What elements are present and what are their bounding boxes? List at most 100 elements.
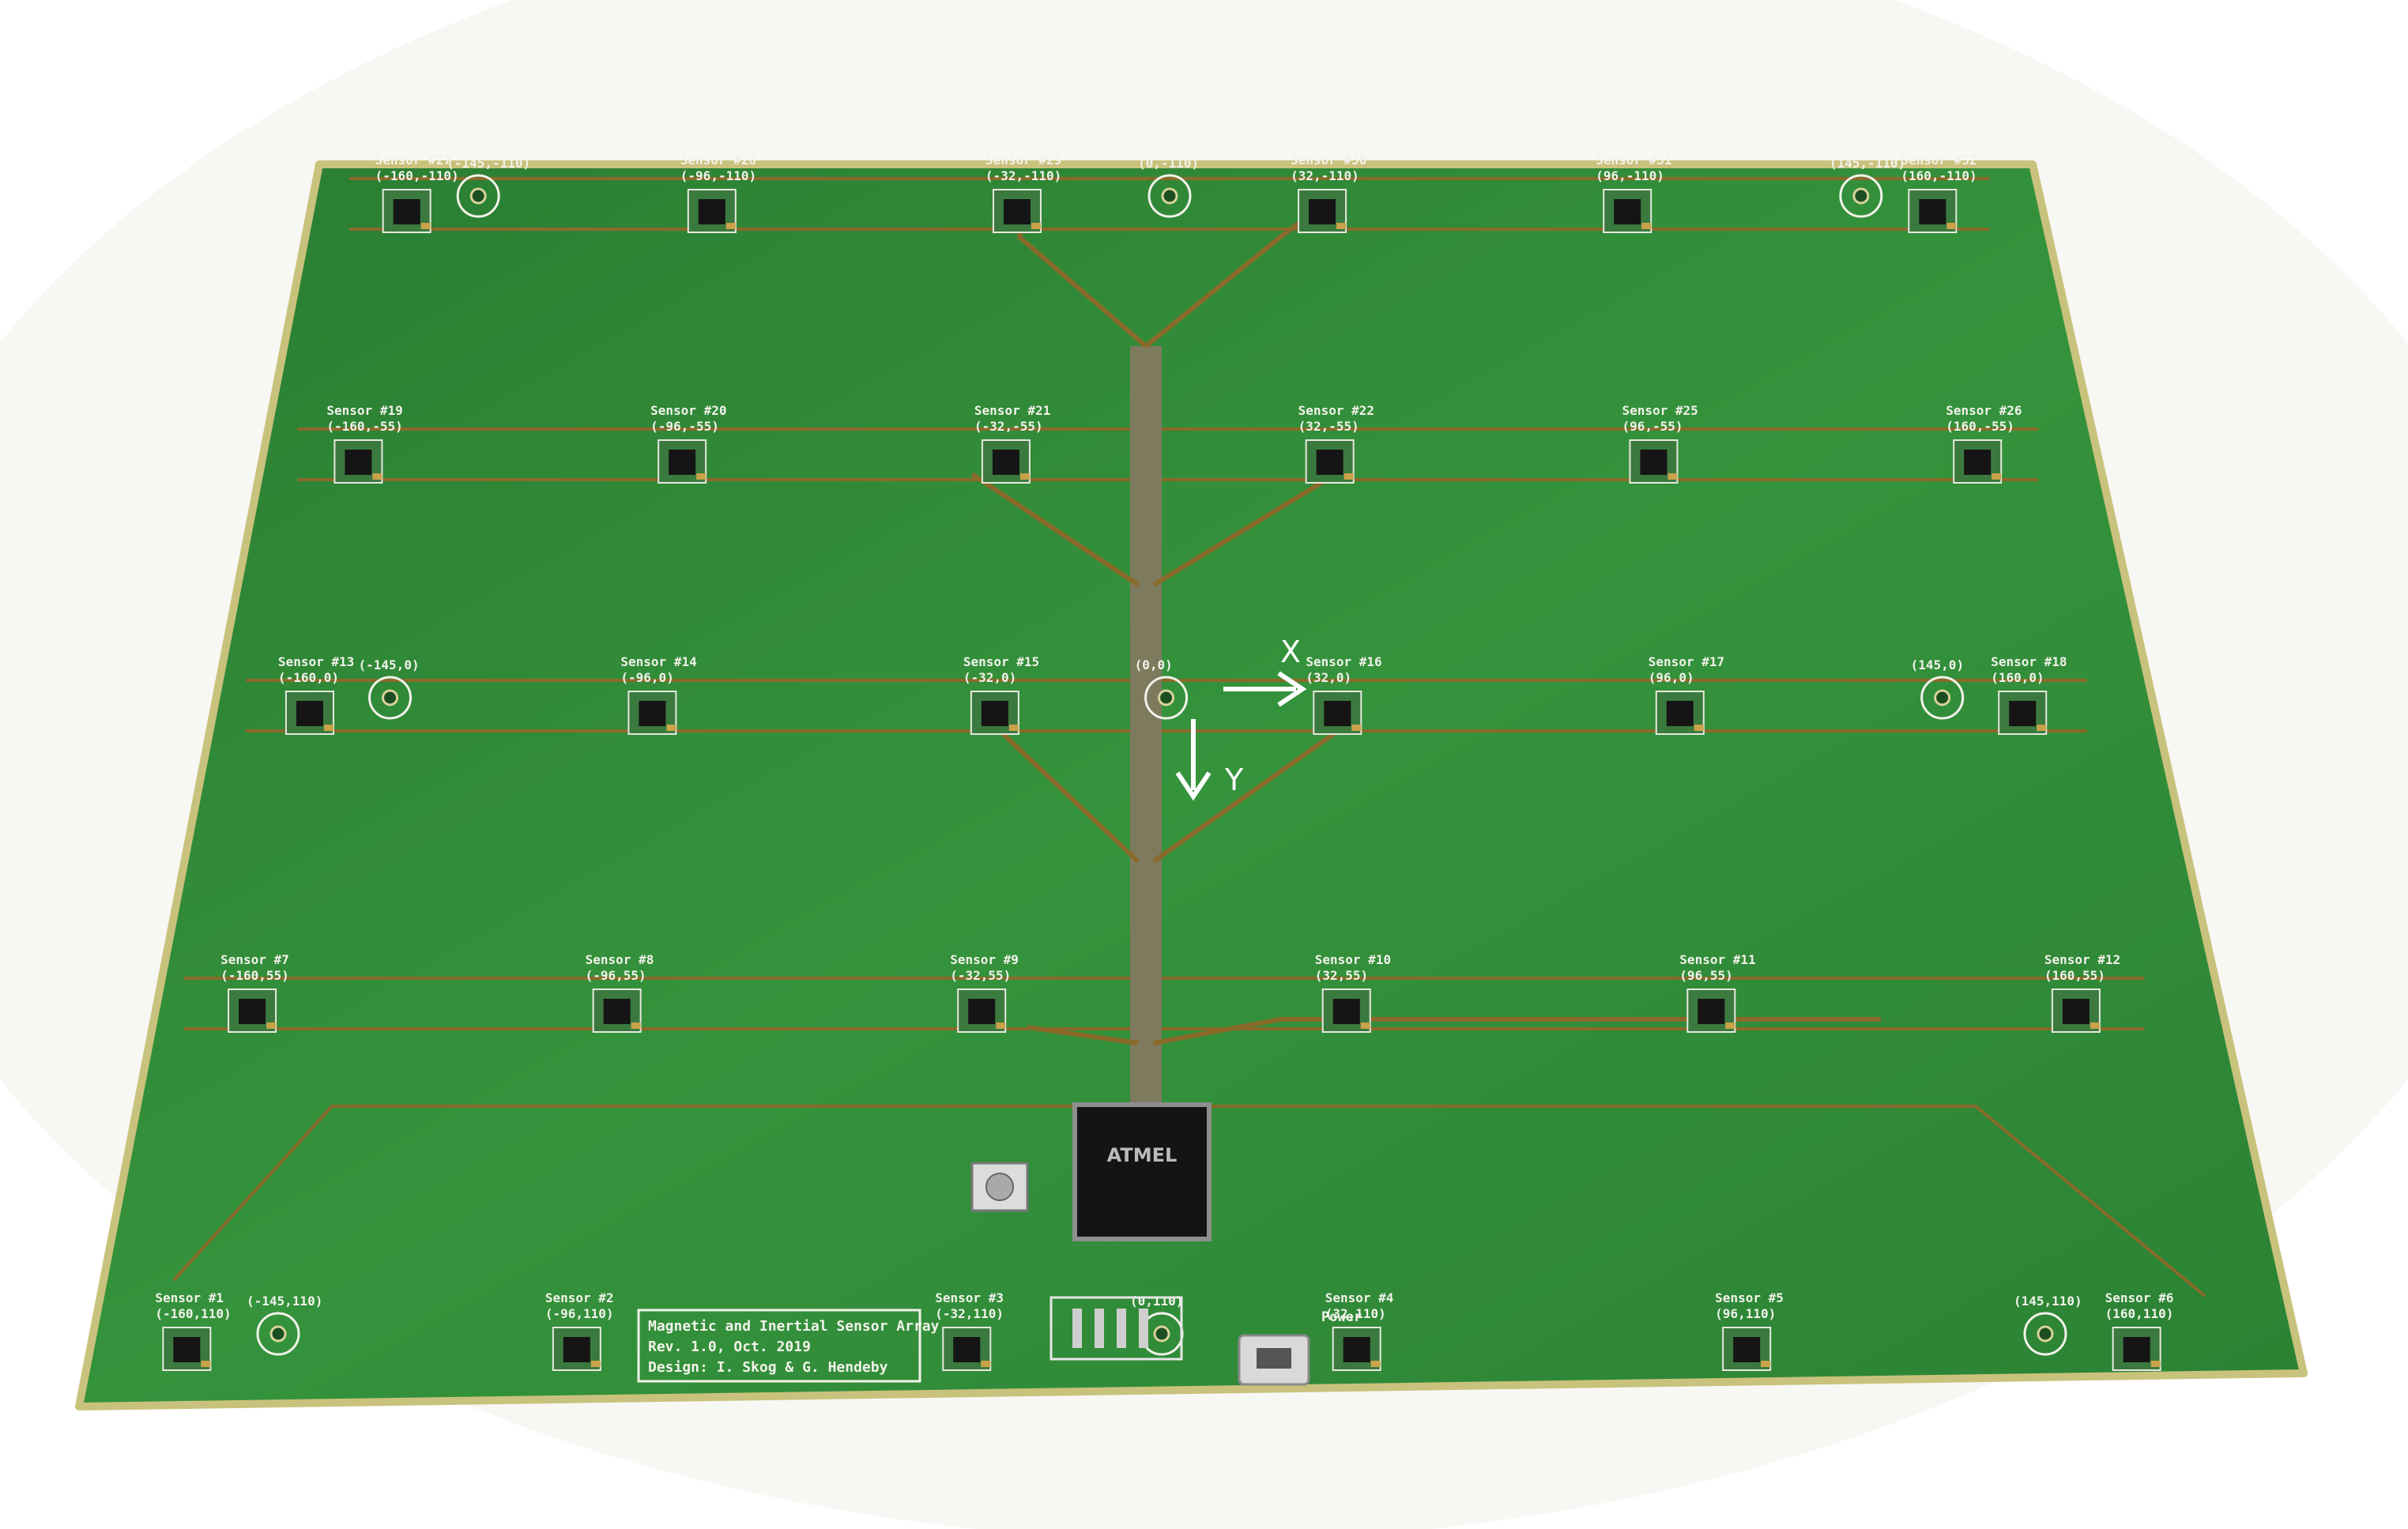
sensor-module: Sensor #13(-160,0) xyxy=(278,654,354,735)
sensor-coordinate: (-160,-110) xyxy=(375,168,459,183)
sensor-coordinate: (-32,-55) xyxy=(974,419,1043,434)
bus-branch xyxy=(172,1105,2206,1297)
sensor-module: Sensor #7(-160,55) xyxy=(220,952,289,1033)
sensor-coordinate: (96,-110) xyxy=(1596,168,1664,183)
sensor-module: Sensor #29(-32,-110) xyxy=(985,153,1061,233)
sensor-module: Sensor #31(96,-110) xyxy=(1596,153,1672,233)
sensor-coordinate: (-160,110) xyxy=(155,1306,231,1321)
sensor-chip xyxy=(953,1337,981,1362)
sensor-chip xyxy=(1316,450,1343,475)
sensor-chip xyxy=(1332,999,1360,1024)
title-line-3: Design: I. Skog & G. Hendeby xyxy=(648,1359,888,1376)
sensor-module: Sensor #30(32,-110) xyxy=(1291,153,1366,233)
sensor-name: Sensor #1 xyxy=(155,1290,224,1305)
microcontroller: ATMEL xyxy=(1072,1102,1212,1241)
usb-connector xyxy=(1238,1334,1310,1386)
pin-header xyxy=(1049,1296,1183,1361)
sensor-module: Sensor #8(-96,55) xyxy=(586,952,654,1033)
sensor-chip xyxy=(239,999,266,1024)
sensor-coordinate: (-32,-110) xyxy=(985,168,1061,183)
sensor-coordinate: (160,110) xyxy=(2105,1306,2174,1321)
sensor-name: Sensor #2 xyxy=(545,1290,614,1305)
sensor-coordinate: (-96,110) xyxy=(545,1306,614,1321)
sensor-chip xyxy=(698,199,725,224)
sensor-name: Sensor #17 xyxy=(1649,654,1724,669)
sensor-coordinate: (96,0) xyxy=(1649,670,1694,685)
sensor-module: Sensor #3(-32,110) xyxy=(935,1290,1004,1371)
sensor-coordinate: (96,55) xyxy=(1679,968,1732,983)
sensor-name: Sensor #18 xyxy=(1991,654,2067,669)
sensor-module: Sensor #5(96,110) xyxy=(1715,1290,1784,1371)
sensor-name: Sensor #14 xyxy=(620,654,696,669)
title-frame xyxy=(637,1309,921,1383)
sensor-chip xyxy=(968,999,996,1024)
reset-button xyxy=(970,1162,1029,1212)
bus-trunk xyxy=(1130,346,1162,1105)
sensor-coordinate: (160,-55) xyxy=(1946,419,2014,434)
sensor-module: Sensor #32(160,-110) xyxy=(1901,153,1977,233)
sensor-name: Sensor #12 xyxy=(2044,952,2120,967)
sensor-chip xyxy=(1640,450,1668,475)
mounting-hole-label: (-145,0) xyxy=(359,657,420,672)
sensor-name: Sensor #11 xyxy=(1679,952,1755,967)
sensor-coordinate: (-96,-110) xyxy=(680,168,756,183)
sensor-coordinate: (160,55) xyxy=(2044,968,2105,983)
sensor-name: Sensor #7 xyxy=(220,952,289,967)
sensor-coordinate: (32,-55) xyxy=(1298,419,1359,434)
sensor-module: Sensor #16(32,0) xyxy=(1306,654,1382,735)
sensor-module: Sensor #1(-160,110) xyxy=(155,1290,232,1371)
sensor-module: Sensor #25(96,-55) xyxy=(1622,403,1698,484)
sensor-name: Sensor #27 xyxy=(375,153,451,168)
sensor-chip xyxy=(1614,199,1641,224)
sensor-name: Sensor #30 xyxy=(1291,153,1366,168)
sensor-name: Sensor #6 xyxy=(2105,1290,2174,1305)
sensor-chip xyxy=(2062,999,2090,1024)
mounting-hole: (-145,-110) xyxy=(447,156,530,218)
sensor-module: Sensor #18(160,0) xyxy=(1991,654,2067,735)
coordinate-axes: X Y xyxy=(1175,635,1307,801)
sensor-module: Sensor #17(96,0) xyxy=(1649,654,1724,735)
mounting-hole-label: (145,-110) xyxy=(1830,156,1905,171)
sensor-chip xyxy=(639,701,666,726)
sensor-chip xyxy=(669,450,696,475)
sensor-chip xyxy=(1309,199,1336,224)
bus-branch xyxy=(993,725,1345,864)
sensor-chip xyxy=(981,701,1008,726)
sensor-module: Sensor #10(32,55) xyxy=(1315,952,1391,1033)
mounting-hole-label: (145,0) xyxy=(1911,657,1964,672)
sensor-name: Sensor #13 xyxy=(278,654,354,669)
sensor-chip xyxy=(603,999,631,1024)
sensor-name: Sensor #22 xyxy=(1298,403,1374,418)
sensor-coordinate: (-96,0) xyxy=(620,670,673,685)
sensor-name: Sensor #4 xyxy=(1325,1290,1394,1305)
sensor-coordinate: (-32,110) xyxy=(935,1306,1004,1321)
sensor-chip xyxy=(992,450,1019,475)
sensor-chip xyxy=(1343,1337,1370,1362)
sensor-coordinate: (160,0) xyxy=(1991,670,2044,685)
sensor-array: Sensor #1(-160,110) Sensor #2(-96,110) Sen… xyxy=(155,153,2174,1371)
sensor-coordinate: (-96,55) xyxy=(586,968,646,983)
sensor-name: Sensor #28 xyxy=(680,153,756,168)
sensor-coordinate: (32,55) xyxy=(1315,968,1368,983)
sensor-name: Sensor #8 xyxy=(586,952,654,967)
sensor-chip xyxy=(345,450,372,475)
sensor-name: Sensor #5 xyxy=(1715,1290,1784,1305)
mounting-hole-label: (-145,110) xyxy=(247,1294,322,1309)
sensor-module: Sensor #21(-32,-55) xyxy=(974,403,1050,484)
y-axis-label: Y xyxy=(1224,763,1244,797)
sensor-name: Sensor #10 xyxy=(1315,952,1391,967)
sensor-chip xyxy=(1919,199,1946,224)
sensor-module: Sensor #14(-96,0) xyxy=(620,654,697,735)
signal-bus xyxy=(172,194,2206,1297)
sensor-coordinate: (-96,-55) xyxy=(650,419,719,434)
sensor-coordinate: (32,110) xyxy=(1325,1306,1386,1321)
mounting-hole: (145,-110) xyxy=(1830,156,1905,218)
mounting-hole: (0,0) xyxy=(1135,657,1189,720)
sensor-coordinate: (-32,0) xyxy=(963,670,1016,685)
sensor-name: Sensor #32 xyxy=(1901,153,1977,168)
title-block: Magnetic and Inertial Sensor Array Rev. … xyxy=(637,1309,940,1383)
sensor-chip xyxy=(1666,701,1694,726)
x-axis-label: X xyxy=(1280,635,1301,669)
sensor-chip xyxy=(173,1337,201,1362)
sensor-name: Sensor #16 xyxy=(1306,654,1381,669)
